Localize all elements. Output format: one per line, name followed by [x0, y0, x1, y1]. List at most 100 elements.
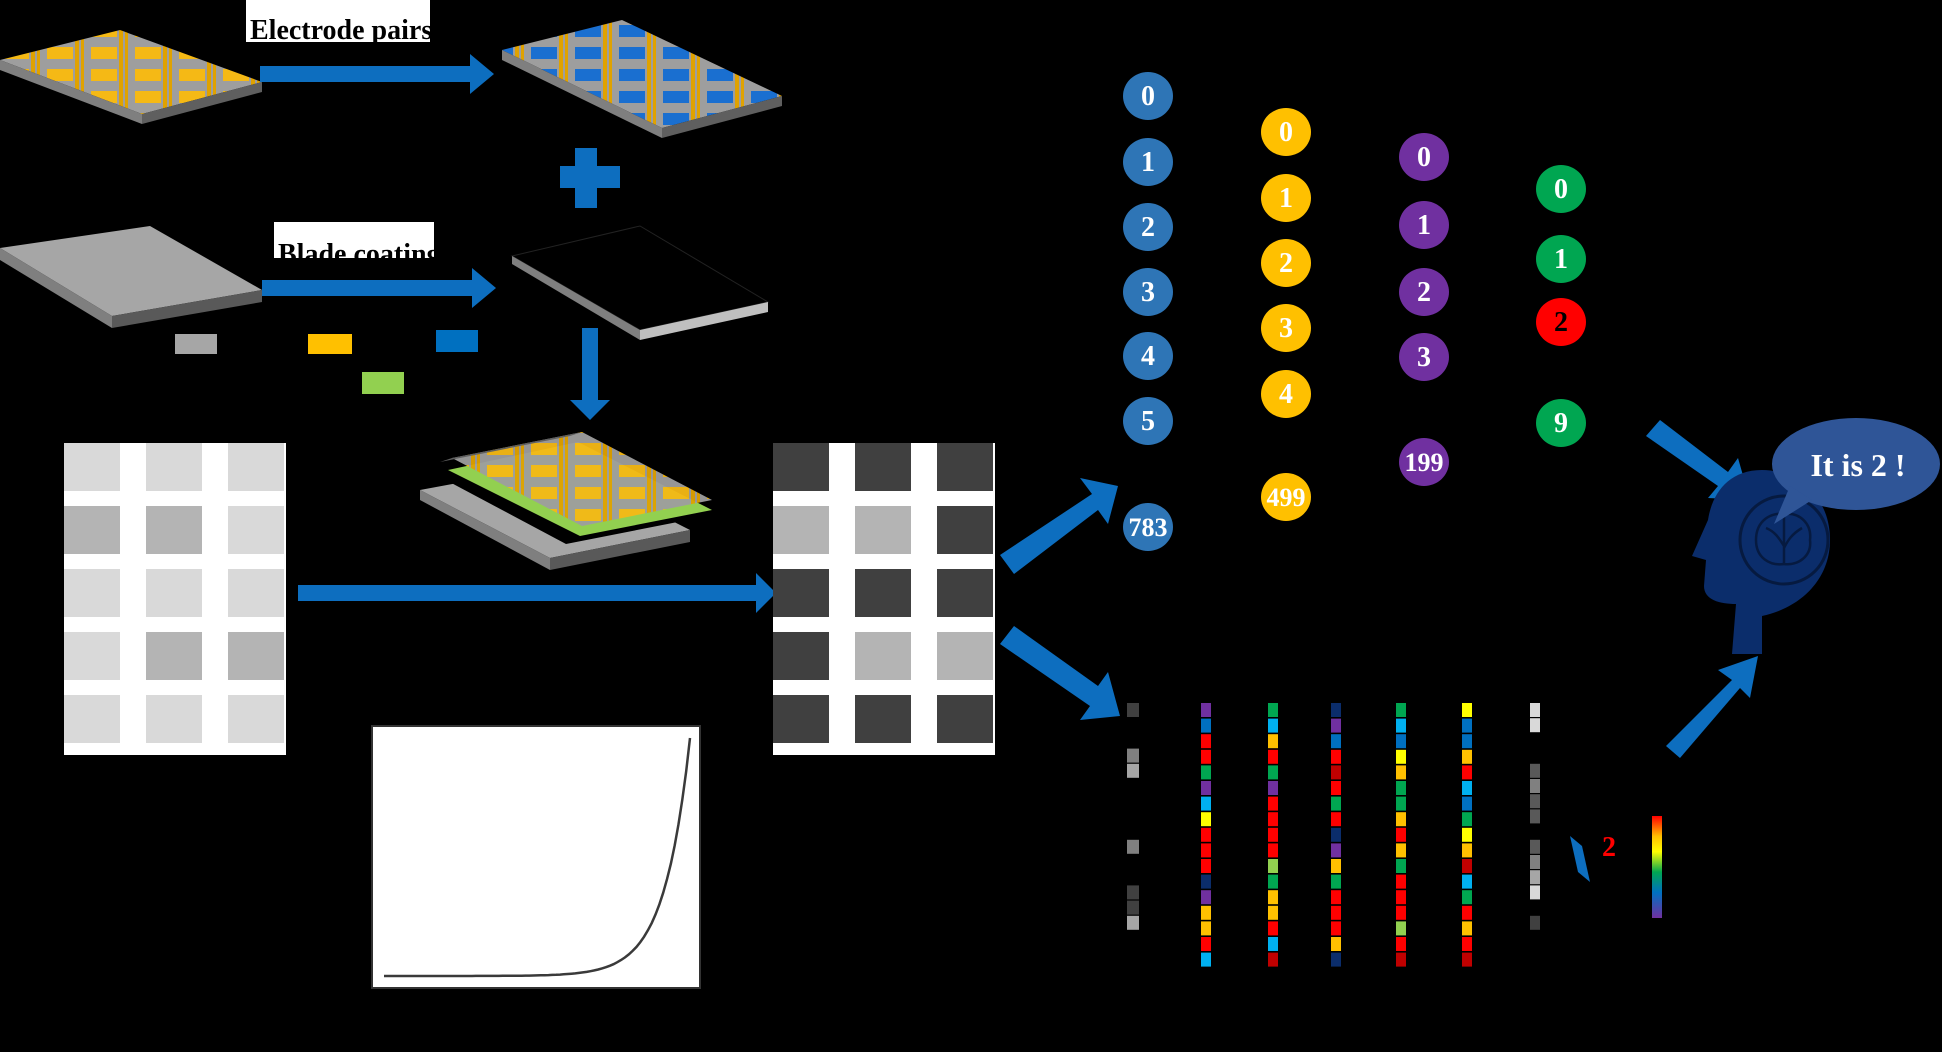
hidden2-node: 199 [1399, 438, 1449, 486]
arrow-grid-to-grid [298, 573, 776, 613]
color-weight-cell [1396, 749, 1406, 764]
arrow-electrode-to-functional [260, 54, 494, 94]
color-weight-cell [1462, 718, 1472, 733]
hidden1-node-label: 2 [1279, 248, 1293, 279]
color-weight-cell [1396, 734, 1406, 749]
input-node-circle [1123, 332, 1173, 380]
hidden2-node: 2 [1399, 268, 1449, 316]
color-weight-cell [1396, 781, 1406, 795]
arrow-blade-coating [262, 268, 496, 308]
color-weight-cell [1201, 749, 1211, 764]
color-weight-cell [1201, 812, 1211, 827]
color-weight-cell [1331, 937, 1341, 951]
color-weight-cell [1268, 781, 1278, 795]
color-weight-cell [1331, 718, 1341, 733]
color-weight-cell [1331, 749, 1341, 764]
colorbar [1652, 816, 1662, 918]
left-grid-cell [146, 443, 202, 491]
right-grid-cell [937, 569, 993, 617]
hidden2-node-label: 2 [1417, 277, 1431, 308]
color-weight-cell [1268, 890, 1278, 905]
right-grid-cell [937, 506, 993, 554]
color-weight-cell [1201, 921, 1211, 936]
gray-weight-cell [1127, 718, 1139, 733]
color-weight-cell [1331, 890, 1341, 905]
input-node: 1 [1123, 138, 1173, 186]
gray-weight-cell [1127, 839, 1139, 854]
color-weight-cell [1462, 937, 1472, 951]
right-grid-cell [937, 632, 993, 680]
input-node-label: 3 [1141, 277, 1155, 308]
color-weight-cell [1396, 827, 1406, 842]
hidden1-node-circle [1261, 108, 1311, 156]
output-node-label: 1 [1554, 244, 1568, 275]
input-node-label: 783 [1129, 513, 1168, 542]
color-weight-cell [1462, 905, 1472, 920]
color-weight-cell [1331, 703, 1341, 717]
gray-weight-cell [1530, 779, 1540, 793]
color-weight-cell [1396, 859, 1406, 873]
input-node-circle [1123, 268, 1173, 316]
right-grid-cell [937, 443, 993, 491]
hidden1-node-label: 3 [1279, 313, 1293, 344]
input-node-circle [1123, 203, 1173, 251]
color-weight-cell [1462, 952, 1472, 967]
input-pattern-left [64, 443, 286, 755]
color-weight-cell [1462, 812, 1472, 827]
left-grid-cell [146, 632, 202, 680]
gray-weight-cell [1530, 915, 1540, 930]
color-weight-cell [1462, 703, 1472, 717]
output-node-circle [1536, 399, 1586, 447]
left-grid-cell [64, 695, 120, 743]
color-weight-cell [1396, 937, 1406, 951]
hidden1-node: 0 [1261, 108, 1311, 156]
gray-weight-cell [1127, 809, 1139, 824]
color-weight-cell [1268, 843, 1278, 858]
color-weight-cell [1268, 952, 1278, 967]
gray-weight-cell [1530, 885, 1540, 900]
input-node: 0 [1123, 72, 1173, 120]
color-weight-cell [1331, 921, 1341, 936]
color-weight-cell [1201, 937, 1211, 951]
input-node: 3 [1123, 268, 1173, 316]
gray-weight-cell [1127, 900, 1139, 915]
hidden2-node: 1 [1399, 201, 1449, 249]
input-node-label: 4 [1141, 341, 1155, 372]
left-grid-cell [146, 569, 202, 617]
output-node-circle [1536, 165, 1586, 213]
right-grid-cell [855, 695, 911, 743]
color-weight-cell [1462, 859, 1472, 873]
right-grid-cell [855, 632, 911, 680]
coated-film [510, 225, 770, 340]
color-weight-cell [1268, 749, 1278, 764]
arrow-output-to-head [1646, 420, 1750, 500]
color-weight-cell [1201, 827, 1211, 842]
color-weight-cell [1462, 796, 1472, 811]
color-weight-cell [1201, 905, 1211, 920]
electrode-substrate [0, 30, 262, 124]
gray-weight-cell [1530, 900, 1540, 915]
input-node: 4 [1123, 332, 1173, 380]
hidden2-node: 0 [1399, 133, 1449, 181]
gray-weight-cell [1530, 718, 1540, 733]
right-grid-cell [773, 632, 829, 680]
color-weight-cell [1201, 859, 1211, 873]
color-weight-cell [1268, 812, 1278, 827]
gray-weight-cell [1530, 855, 1540, 869]
color-weight-cell [1331, 765, 1341, 780]
gray-weight-cell [1530, 703, 1540, 717]
color-weight-cell [1201, 765, 1211, 780]
right-grid-cell [855, 506, 911, 554]
gray-weight-cell [1530, 809, 1540, 824]
hidden2-node-circle [1399, 333, 1449, 381]
input-node: 783 [1123, 503, 1173, 551]
right-grid-cell [773, 443, 829, 491]
left-grid-cell [64, 506, 120, 554]
color-weight-cell [1201, 890, 1211, 905]
gray-weight-cell [1530, 733, 1540, 748]
color-weight-cell [1396, 921, 1406, 936]
input-node-label: 2 [1141, 212, 1155, 243]
output-node: 0 [1536, 165, 1586, 213]
color-weight-cell [1201, 952, 1211, 967]
